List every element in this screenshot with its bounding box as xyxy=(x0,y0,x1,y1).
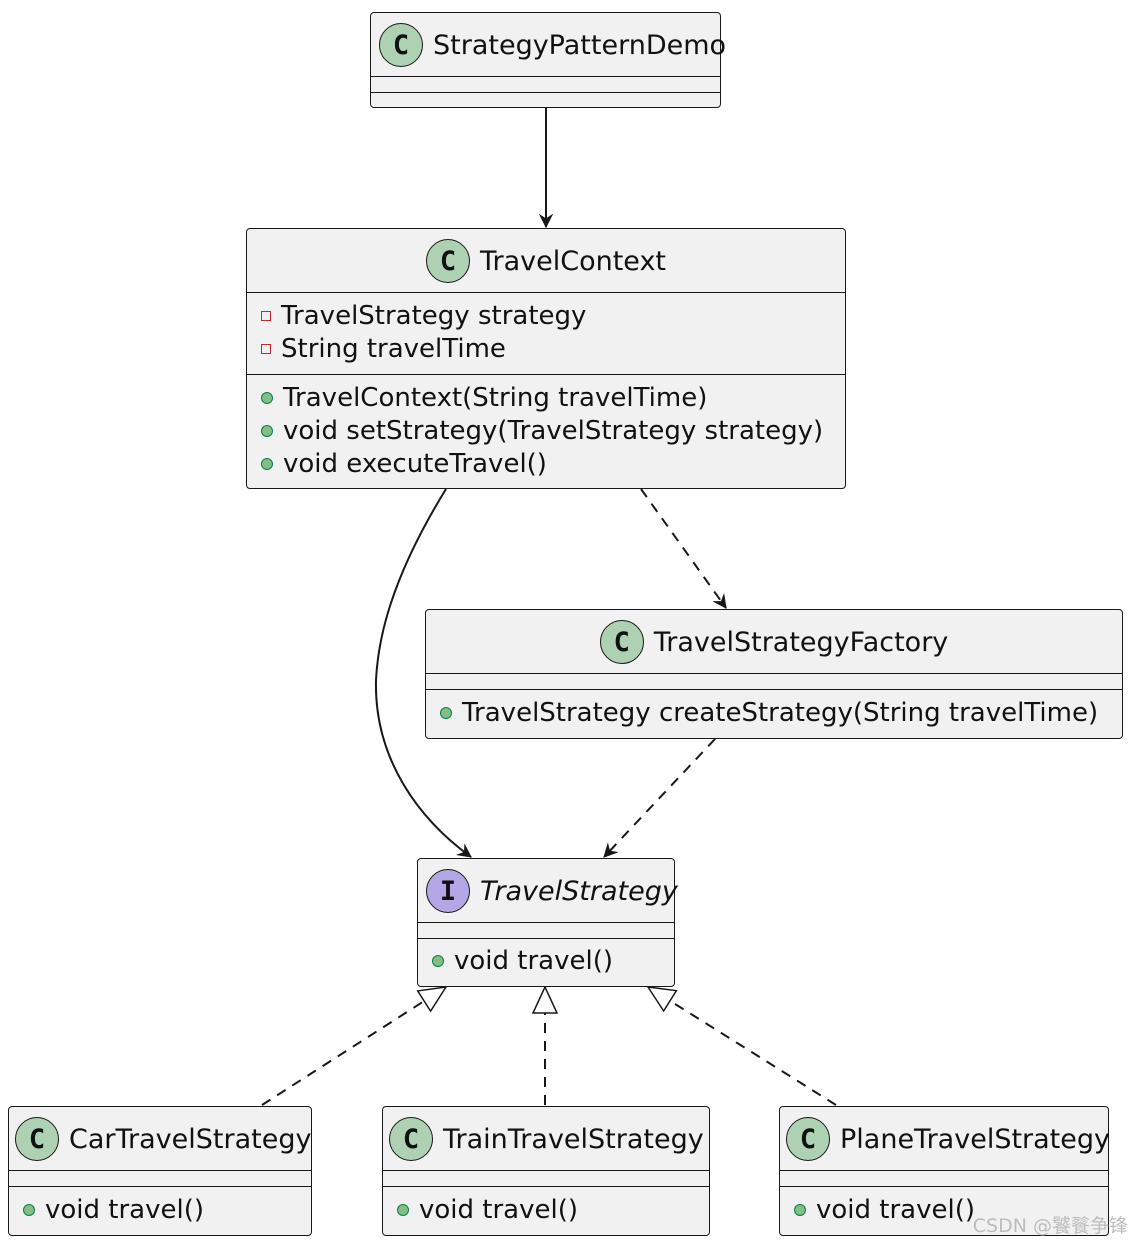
class-strategy-pattern-demo[interactable]: C StrategyPatternDemo xyxy=(370,12,726,108)
plane-realizes-strategy xyxy=(648,987,837,1106)
class-badge-icon: C xyxy=(389,1117,433,1161)
method-row: void setStrategy(TravelStrategy strategy… xyxy=(261,416,823,446)
divider xyxy=(418,922,674,923)
watermark: CSDN @饕餮争锋 xyxy=(972,1215,1128,1237)
divider xyxy=(426,689,1122,690)
class-name: TravelStrategy xyxy=(480,875,678,907)
field-row: String travelTime xyxy=(261,334,506,364)
class-badge-icon: C xyxy=(15,1117,59,1161)
class-name: CarTravelStrategy xyxy=(69,1123,312,1155)
method-row: void travel() xyxy=(23,1195,204,1225)
class-plane-travel-strategy[interactable]: C PlaneTravelStrategy void travel() xyxy=(779,1106,1110,1236)
public-visibility-icon xyxy=(261,425,273,437)
class-name: TravelStrategyFactory xyxy=(653,626,949,658)
class-travel-context[interactable]: C TravelContext TravelStrategy strategy … xyxy=(246,228,846,489)
public-visibility-icon xyxy=(261,458,273,470)
class-name: TrainTravelStrategy xyxy=(443,1123,704,1155)
divider xyxy=(426,673,1122,674)
class-badge-icon: C xyxy=(786,1117,830,1161)
class-badge-icon: C xyxy=(599,620,644,664)
divider xyxy=(247,374,845,375)
public-visibility-icon xyxy=(440,707,452,719)
divider xyxy=(418,938,674,939)
class-name: StrategyPatternDemo xyxy=(433,29,727,61)
interface-badge-icon: I xyxy=(426,869,470,913)
class-header: I TravelStrategy xyxy=(418,859,678,923)
method-text: TravelStrategy createStrategy(String tra… xyxy=(462,698,1099,728)
divider xyxy=(383,1170,709,1171)
field-text: String travelTime xyxy=(281,334,506,364)
class-header: C StrategyPatternDemo xyxy=(371,13,726,77)
private-visibility-icon xyxy=(261,344,271,354)
public-visibility-icon xyxy=(397,1204,409,1216)
divider xyxy=(383,1186,709,1187)
interface-travel-strategy[interactable]: I TravelStrategy void travel() xyxy=(417,858,678,987)
class-badge-icon: C xyxy=(425,239,470,283)
class-header: C TravelContext xyxy=(247,229,845,293)
class-header: C PlaneTravelStrategy xyxy=(780,1107,1110,1171)
context-to-factory-dependency xyxy=(640,488,727,608)
method-text: void travel() xyxy=(454,946,613,976)
public-visibility-icon xyxy=(794,1204,806,1216)
method-text: void travel() xyxy=(816,1195,975,1225)
car-realizes-strategy xyxy=(261,987,446,1106)
public-visibility-icon xyxy=(261,392,273,404)
factory-to-strategy-dependency xyxy=(604,738,716,857)
method-text: void setStrategy(TravelStrategy strategy… xyxy=(283,416,824,446)
method-row: TravelContext(String travelTime) xyxy=(261,383,707,413)
class-name: TravelContext xyxy=(479,245,667,277)
class-travel-strategy-factory[interactable]: C TravelStrategyFactory TravelStrategy c… xyxy=(425,609,1123,739)
divider xyxy=(780,1186,1108,1187)
divider xyxy=(371,92,720,93)
method-text: void executeTravel() xyxy=(283,449,547,479)
method-row: TravelStrategy createStrategy(String tra… xyxy=(440,698,1098,728)
class-train-travel-strategy[interactable]: C TrainTravelStrategy void travel() xyxy=(382,1106,710,1236)
method-row: void travel() xyxy=(794,1195,975,1225)
divider xyxy=(371,76,720,77)
divider xyxy=(247,292,845,293)
class-badge-icon: C xyxy=(379,23,423,67)
divider xyxy=(780,1170,1108,1171)
method-text: void travel() xyxy=(45,1195,204,1225)
class-header: C CarTravelStrategy xyxy=(9,1107,311,1171)
divider xyxy=(9,1186,311,1187)
class-header: C TrainTravelStrategy xyxy=(383,1107,709,1171)
class-header: C TravelStrategyFactory xyxy=(426,610,1122,674)
method-text: void travel() xyxy=(419,1195,578,1225)
field-row: TravelStrategy strategy xyxy=(261,301,586,331)
private-visibility-icon xyxy=(261,311,271,321)
method-text: TravelContext(String travelTime) xyxy=(283,383,708,413)
method-row: void executeTravel() xyxy=(261,449,547,479)
divider xyxy=(9,1170,311,1171)
class-name: PlaneTravelStrategy xyxy=(840,1123,1110,1155)
method-row: void travel() xyxy=(432,946,613,976)
class-car-travel-strategy[interactable]: C CarTravelStrategy void travel() xyxy=(8,1106,312,1236)
method-row: void travel() xyxy=(397,1195,578,1225)
public-visibility-icon xyxy=(432,955,444,967)
field-text: TravelStrategy strategy xyxy=(281,301,587,331)
context-to-strategy-association xyxy=(374,488,471,858)
public-visibility-icon xyxy=(23,1204,35,1216)
